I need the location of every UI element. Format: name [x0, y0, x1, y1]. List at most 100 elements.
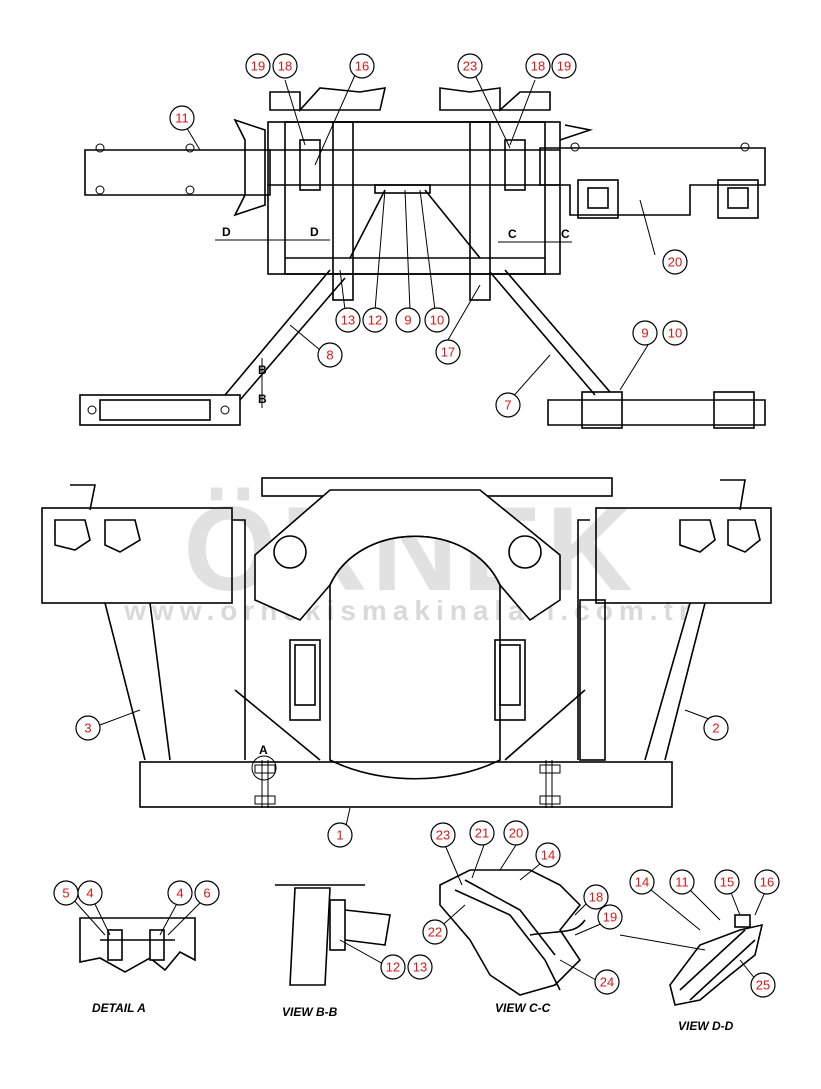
- svg-text:13: 13: [341, 313, 355, 328]
- callout-9: 9: [632, 320, 658, 346]
- svg-text:10: 10: [668, 326, 682, 341]
- callout-12: 12: [380, 954, 406, 980]
- callout-16: 16: [754, 869, 780, 895]
- watermark-url: www.ornekismakinalari.com.tr: [123, 595, 696, 626]
- callout-9: 9: [395, 307, 421, 333]
- section-marker-b-top: B: [258, 363, 267, 377]
- callout-3: 3: [75, 715, 101, 741]
- svg-text:8: 8: [326, 348, 333, 363]
- side-box-left: [41, 507, 233, 604]
- mount-plate-right: [547, 399, 766, 426]
- mount-pad: [717, 179, 759, 219]
- section-marker-a: A: [259, 743, 268, 757]
- callout-10: 10: [662, 320, 688, 346]
- callout-18: 18: [272, 53, 298, 79]
- leg-right: [644, 602, 706, 761]
- svg-text:20: 20: [668, 255, 682, 270]
- detail-a: [71, 897, 206, 973]
- svg-text:9: 9: [404, 313, 411, 328]
- callout-15: 15: [714, 869, 740, 895]
- callout-6: 6: [194, 880, 220, 906]
- svg-text:3: 3: [84, 721, 91, 736]
- callout-19: 19: [245, 53, 271, 79]
- callout-17: 17: [435, 339, 461, 365]
- svg-text:17: 17: [441, 345, 455, 360]
- label-view-bb: VIEW B-B: [282, 1005, 338, 1019]
- callout-19: 19: [551, 53, 577, 79]
- callout-8: 8: [317, 342, 343, 368]
- svg-text:7: 7: [504, 398, 511, 413]
- svg-text:25: 25: [756, 978, 770, 993]
- callout-5: 5: [53, 880, 79, 906]
- callout-20: 20: [503, 820, 529, 846]
- view-bb: [275, 884, 391, 986]
- svg-text:23: 23: [436, 828, 450, 843]
- svg-text:18: 18: [589, 890, 603, 905]
- svg-text:16: 16: [760, 875, 774, 890]
- svg-text:23: 23: [463, 59, 477, 74]
- callout-19: 19: [597, 904, 623, 930]
- callout-13: 13: [335, 307, 361, 333]
- arm-left: [224, 269, 346, 401]
- svg-text:22: 22: [428, 925, 442, 940]
- callout-23: 23: [457, 53, 483, 79]
- section-marker-d-right: D: [310, 225, 319, 239]
- callout-23: 23: [430, 822, 456, 848]
- svg-text:19: 19: [251, 59, 265, 74]
- svg-text:21: 21: [475, 826, 489, 841]
- label-view-cc: VIEW C-C: [495, 1001, 551, 1015]
- front-view: A: [41, 477, 772, 831]
- svg-text:11: 11: [175, 111, 189, 126]
- svg-text:24: 24: [600, 975, 614, 990]
- svg-text:2: 2: [712, 721, 719, 736]
- arm-right: [489, 269, 611, 396]
- callout-22: 22: [422, 919, 448, 945]
- svg-text:18: 18: [531, 59, 545, 74]
- side-box-right: [595, 507, 772, 604]
- callout-12: 12: [362, 307, 388, 333]
- callout-24: 24: [594, 969, 620, 995]
- callout-11: 11: [169, 105, 195, 131]
- callout-10: 10: [424, 307, 450, 333]
- leg-left: [104, 602, 171, 761]
- svg-text:10: 10: [430, 313, 444, 328]
- callout-18: 18: [525, 53, 551, 79]
- section-marker-b-bottom: B: [258, 392, 267, 406]
- svg-text:6: 6: [203, 886, 210, 901]
- label-detail-a: DETAIL A: [92, 1001, 146, 1015]
- axle-beam-right: [539, 147, 766, 216]
- callout-1: 1: [327, 822, 353, 848]
- callout-4: 4: [77, 880, 103, 906]
- svg-text:12: 12: [368, 313, 382, 328]
- svg-text:20: 20: [509, 826, 523, 841]
- svg-text:9: 9: [641, 326, 648, 341]
- callout-14: 14: [629, 869, 655, 895]
- svg-text:14: 14: [541, 848, 555, 863]
- svg-text:19: 19: [603, 910, 617, 925]
- svg-text:15: 15: [720, 875, 734, 890]
- callout-2: 2: [703, 715, 729, 741]
- callout-18: 18: [583, 884, 609, 910]
- section-marker-c-left: C: [508, 227, 517, 241]
- view-dd: [619, 884, 769, 1006]
- callout-11: 11: [669, 869, 695, 895]
- axle-beam-left: [84, 149, 271, 196]
- mount-pad: [577, 179, 619, 219]
- svg-text:11: 11: [675, 875, 689, 890]
- callout-20: 20: [662, 249, 688, 275]
- svg-text:13: 13: [413, 960, 427, 975]
- svg-text:5: 5: [62, 886, 69, 901]
- cylinder-left: [79, 394, 241, 426]
- callout-16: 16: [349, 53, 375, 79]
- label-view-dd: VIEW D-D: [678, 1019, 734, 1033]
- svg-text:19: 19: [557, 59, 571, 74]
- section-marker-d-left: D: [222, 225, 231, 239]
- view-cc: [436, 844, 611, 996]
- top-plan-view: D D C C B B: [79, 74, 766, 429]
- callout-4: 4: [167, 880, 193, 906]
- callout-25: 25: [750, 972, 776, 998]
- callout-14: 14: [535, 842, 561, 868]
- section-marker-c-right: C: [561, 227, 570, 241]
- callout-13: 13: [407, 954, 433, 980]
